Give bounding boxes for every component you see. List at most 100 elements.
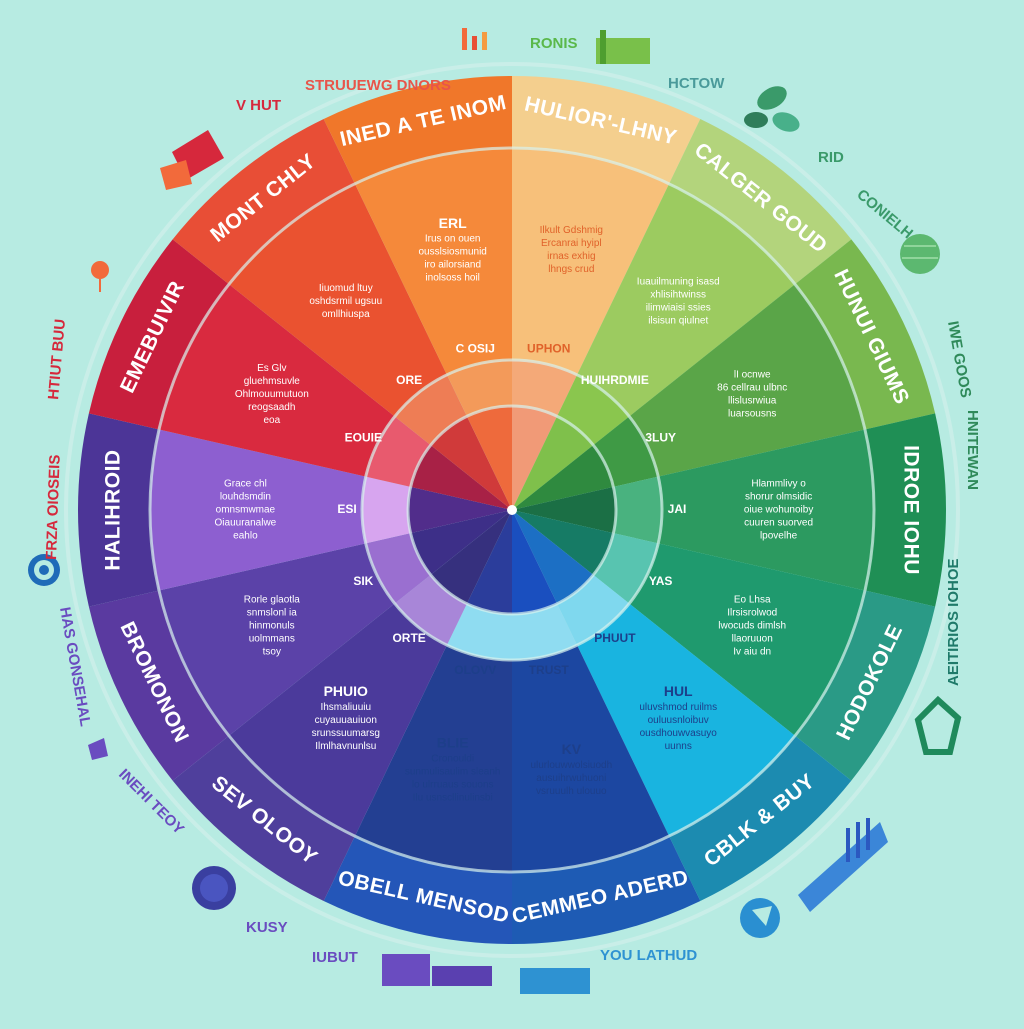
segment-inner-label: 3LUY: [645, 431, 676, 445]
segment-description-line: luarsousns: [728, 408, 776, 419]
segment-title: HUL: [664, 683, 693, 699]
segment-description-line: louhdsmdin: [220, 492, 271, 503]
moon-badge-icon: [192, 866, 236, 910]
segment-middle-band: [512, 148, 670, 375]
segment-description-line: eoa: [263, 415, 280, 426]
segment-inner-label: EOUIE: [345, 431, 382, 445]
segment-description-line: Ilrsisrolwod: [727, 607, 777, 618]
side-label: HTIUT BUU: [45, 318, 69, 400]
segment-middle-band: [149, 429, 366, 591]
segment-inner-band: [365, 416, 431, 487]
segment-description-line: Ihsmaliuuiu: [320, 702, 371, 713]
segment-description-line: oiue wohunoiby: [744, 505, 814, 516]
segment-description-line: 86 cellrau ulbnc: [717, 382, 787, 393]
segment-description-line: Irus on ouen: [425, 234, 481, 245]
segment-inner-band: [394, 374, 467, 446]
segment-middle-band: [228, 603, 447, 837]
wheel-segment: [172, 118, 512, 510]
segment-title: BLIE: [437, 735, 469, 751]
segment-description-line: cuyauuauiuon: [315, 715, 377, 726]
segment-description-line: lo ulrruaus souons: [412, 780, 494, 791]
segment-inner-band: [512, 360, 578, 417]
side-label: STRUUEWG DNORS: [305, 77, 451, 94]
segment-description-line: Oiauuranalwe: [215, 518, 277, 529]
segment-inner-label: PHUUT: [594, 631, 636, 645]
segment-inner-label: SIK: [353, 574, 373, 588]
segment-description-line: eahlo: [233, 531, 258, 542]
segment-description-line: ulurlouwwolsiuodh: [530, 760, 612, 771]
segment-description-line: Ercanrai hyipl: [541, 238, 602, 249]
segment-description-line: uunns: [665, 741, 692, 752]
segment-inner-label: OLOVV: [454, 663, 496, 677]
segment-inner-band: [613, 476, 663, 544]
segment-description-line: Ilu usnscllinulinsbi: [413, 793, 493, 804]
segment-description-line: ausuihrwuhuoni: [536, 773, 606, 784]
segment-core: [430, 416, 512, 510]
wheel-segment: [172, 510, 512, 902]
segment-core: [512, 510, 614, 575]
wheel-hub: [507, 505, 517, 515]
segment-outer-band: [795, 239, 936, 430]
side-label: KUSY: [246, 919, 288, 936]
segment-outer-label: IDROE IOHU: [899, 445, 922, 575]
ring-dividers: [64, 62, 960, 958]
segment-description-line: Ilmlhavnunlsu: [315, 741, 376, 752]
segment-inner-label: ESI: [337, 502, 356, 516]
sparkle-icon: [462, 28, 487, 50]
segment-core: [512, 510, 594, 604]
segment-middle-band: [159, 284, 395, 477]
barcode-right-icon: [798, 818, 888, 912]
segment-description-line: xhlisihtwinss: [650, 290, 706, 301]
segment-core: [466, 510, 512, 614]
stripe-block-icon: [596, 30, 650, 64]
wheel-segment: [88, 510, 512, 781]
segment-description-line: Iiuomud ltuy: [319, 283, 373, 294]
segment-description-line: snmslonl ia: [247, 607, 297, 618]
small-figure-icon: [88, 738, 108, 760]
side-label: FRZA OIOSEIS: [43, 454, 64, 560]
wheel-segment: [512, 510, 852, 902]
side-label: IUBUT: [312, 949, 358, 966]
segment-core: [410, 445, 512, 510]
wheel-segment: [512, 118, 852, 510]
segment-outer-band: [172, 118, 355, 285]
segment-description-line: gluehmsuvle: [244, 376, 301, 387]
ring-divider: [148, 146, 876, 874]
segment-outer-band: [323, 76, 512, 184]
segment-inner-band: [365, 533, 431, 604]
segment-middle-band: [577, 603, 796, 837]
segment-core: [512, 406, 558, 510]
side-label: RONIS: [530, 35, 578, 52]
segment-inner-band: [446, 360, 512, 417]
segment-description-line: sunmulisaulim sleanh: [405, 767, 501, 778]
segment-description-line: ousslsiosmunid: [418, 247, 486, 258]
segment-core: [512, 445, 614, 510]
wheel-segments: [77, 76, 946, 944]
segment-middle-band: [228, 183, 447, 417]
segment-inner-band: [512, 603, 578, 660]
segment-inner-label: HUIHRDMIE: [581, 373, 649, 387]
segment-description-line: oshdsrmil ugsuu: [309, 296, 382, 307]
segment-description-line: uolmmans: [249, 633, 295, 644]
wheel-segment: [512, 413, 946, 607]
wheel-segment: [512, 510, 701, 944]
segment-description-line: llislusrwiua: [728, 395, 777, 406]
segment-outer-band: [172, 735, 355, 902]
segment-title: PHUIO: [324, 683, 368, 699]
segment-inner-band: [557, 374, 630, 446]
segment-outer-band: [77, 413, 160, 607]
segment-outer-label: HALIHROID: [102, 449, 125, 570]
segment-inner-label: YAS: [649, 574, 673, 588]
segment-outer-band: [669, 118, 852, 285]
segment-description-line: lpovelhe: [760, 531, 798, 542]
segment-middle-band: [658, 429, 874, 591]
wheel-segment: [323, 510, 512, 944]
segment-description-line: omllhiuspa: [322, 309, 370, 320]
wheel-segment: [512, 239, 936, 510]
flag-icon: [160, 130, 224, 190]
segment-outer-band: [512, 836, 701, 944]
segment-description-line: omnsmwmae: [216, 505, 276, 516]
segment-inner-label: TRUST: [529, 663, 570, 677]
segment-description-line: uluvshmod ruilms: [639, 702, 717, 713]
